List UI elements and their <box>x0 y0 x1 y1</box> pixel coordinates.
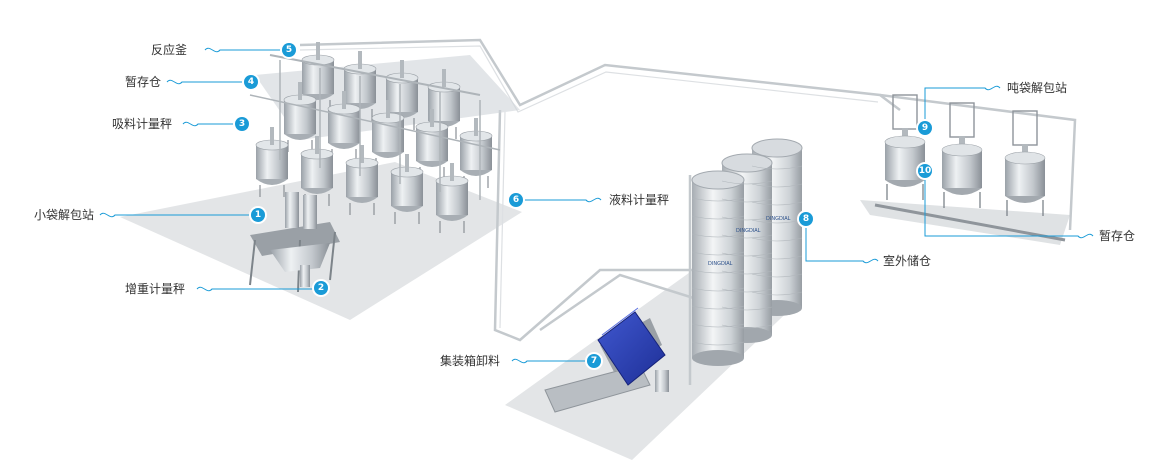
badge-7: 7 <box>587 354 601 368</box>
silo-brand-text: DINGDIAL <box>736 228 761 234</box>
silo-brand-text: DINGDIAL <box>708 261 733 267</box>
badge-5: 5 <box>282 43 296 57</box>
silo-brand-text: DINGDIAL <box>766 216 791 222</box>
reactor-hall <box>249 42 520 233</box>
reactor-vessel <box>300 136 334 206</box>
label-small-bag-station: 小袋解包站 <box>34 208 95 222</box>
label-ton-bag-station: 吨袋解包站 <box>1007 81 1068 95</box>
badge-3: 3 <box>235 117 249 131</box>
badge-8: 8 <box>799 212 813 226</box>
label-reactor: 反应釜 <box>151 43 188 57</box>
reactor-vessel <box>301 42 335 112</box>
reactor-vessel <box>327 91 361 161</box>
pipe-network <box>299 38 1077 385</box>
ton-bag-unit <box>1004 110 1046 216</box>
silo-1 <box>691 170 745 366</box>
reactor-vessel <box>345 145 379 215</box>
label-temp-bin: 暂存仓 <box>125 75 162 89</box>
label-container-unloading: 集装箱卸料 <box>440 354 501 368</box>
label-outdoor-silo: 室外储仓 <box>883 254 932 268</box>
small-bag-station <box>249 192 340 293</box>
blue-container <box>597 311 666 386</box>
label-liquid-scale: 液料计量秤 <box>609 193 670 207</box>
ton-bag-stations <box>874 94 1066 242</box>
badge-6: 6 <box>509 193 523 207</box>
reactor-vessel <box>390 154 424 224</box>
label-temp-bin-2: 暂存仓 <box>1099 229 1136 243</box>
badge-1: 1 <box>251 208 265 222</box>
label-loss-in-weight-scale: 增重计量秤 <box>125 282 186 296</box>
reactor-vessel <box>459 118 493 188</box>
callout-lines <box>99 47 1094 364</box>
badge-4: 4 <box>244 75 258 89</box>
outdoor-silos: DINGDIAL DINGDIAL DINGDIAL <box>691 138 803 366</box>
ton-bag-unit <box>941 102 983 208</box>
badge-2: 2 <box>314 281 328 295</box>
badge-10: 10 <box>918 164 932 178</box>
container-unloading <box>544 307 669 413</box>
reactor-vessel <box>435 163 469 233</box>
label-suction-scale: 吸料计量秤 <box>112 117 173 131</box>
ton-bag-unit <box>884 94 926 200</box>
badge-9: 9 <box>918 121 932 135</box>
